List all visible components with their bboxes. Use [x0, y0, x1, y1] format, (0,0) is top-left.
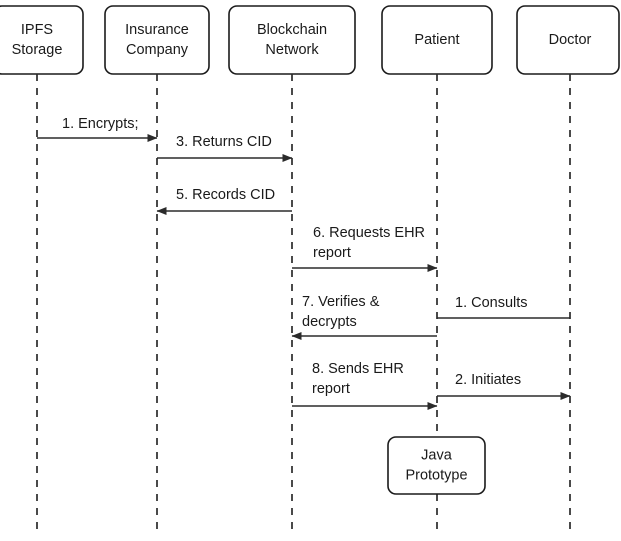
participant-label: Patient	[414, 32, 459, 48]
participant-label: Blockchain	[257, 22, 327, 38]
message-label: report	[312, 381, 350, 397]
participant-ipfs[interactable]: IPFS Storage	[0, 5, 84, 535]
message-label: 1. Encrypts;	[62, 116, 139, 132]
message-label: 6. Requests EHR	[313, 225, 425, 241]
participant-box	[104, 5, 210, 75]
message-label: 1. Consults	[455, 295, 528, 311]
message-patient-to-doctor[interactable]: 2. Initiates	[437, 372, 571, 400]
participant-box	[516, 5, 620, 75]
message-label: 2. Initiates	[455, 372, 521, 388]
message-ipfs-to-insurance[interactable]: 1. Encrypts;	[37, 116, 158, 142]
participant-doctor[interactable]: Doctor	[516, 5, 620, 535]
message-blockchain-to-patient[interactable]: 6. Requests EHR report	[292, 225, 438, 272]
participant-label: Network	[265, 42, 319, 58]
message-blockchain-to-insurance[interactable]: 5. Records CID	[156, 187, 292, 215]
message-label: 7. Verifies &	[302, 294, 380, 310]
lifelines-layer: IPFSStorageInsuranceCompanyBlockchainNet…	[0, 5, 620, 535]
message-label: 8. Sends EHR	[312, 361, 404, 377]
message-patient-to-blockchain[interactable]: 7. Verifies & decrypts	[291, 294, 437, 340]
message-label: 5. Records CID	[176, 187, 275, 203]
message-label: decrypts	[302, 314, 357, 330]
participant-box	[0, 5, 84, 75]
participant-box	[228, 5, 356, 75]
participant-label: Storage	[12, 42, 63, 58]
participant-label: Company	[126, 42, 189, 58]
message-label: report	[313, 245, 351, 261]
participant-label: Insurance	[125, 22, 189, 38]
messages-layer: 1. Encrypts; 3. Returns CID 5. Records CID…	[37, 116, 571, 410]
message-patient-to-doctor[interactable]: 1. Consults	[437, 295, 570, 319]
note-label: Prototype	[405, 467, 467, 483]
participant-label: Doctor	[549, 32, 592, 48]
message-label: 3. Returns CID	[176, 134, 272, 150]
message-insurance-to-blockchain[interactable]: 3. Returns CID	[157, 134, 293, 162]
participant-label: IPFS	[21, 22, 53, 38]
note-box	[387, 436, 486, 495]
message-blockchain-to-patient[interactable]: 8. Sends EHR report	[292, 361, 438, 410]
note-label: Java	[421, 447, 453, 463]
